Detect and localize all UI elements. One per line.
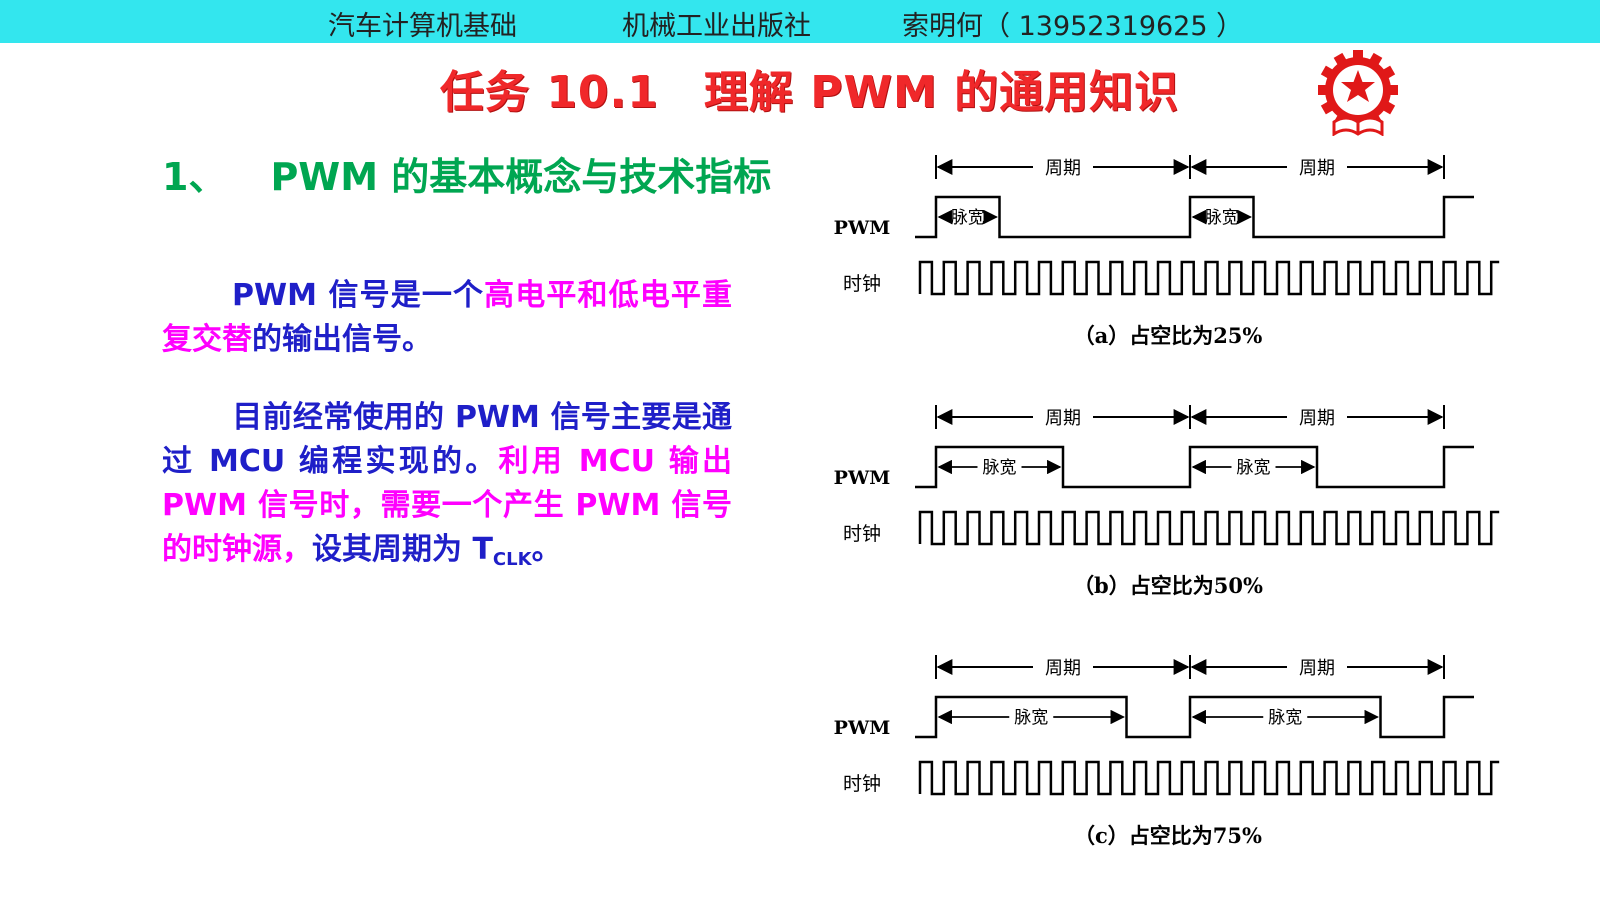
para2-text-a: 目前经常使用的 PWM 信号主要是通过 MCU 编程实现的。 [162, 400, 732, 479]
section-heading: 1、 PWM 的基本概念与技术指标 [162, 146, 771, 201]
pulse-width-label: 脉宽 [1205, 208, 1239, 228]
clock-waveform [918, 510, 1500, 546]
period-label: 周期 [1045, 658, 1081, 679]
pwm-label: PWM [834, 467, 891, 489]
header-bar: 汽车计算机基础 机械工业出版社 索明何（ 13952319625 ） [0, 0, 1600, 43]
clock-waveform [918, 760, 1500, 796]
pwm-label: PWM [834, 717, 891, 739]
slide-title: 任务 10.1 理解 PWM 的通用知识 [440, 67, 1180, 118]
pwm-waveform [915, 445, 1474, 489]
clk-subscript: CLK [492, 549, 532, 570]
pwm-waveform-svg: 周期周期脉宽脉宽PWM时钟（a）占空比为25%周期周期脉宽脉宽PWM时钟（b）占… [834, 155, 1500, 848]
pulse-width-label: 脉宽 [1014, 708, 1048, 728]
publisher-logo [1316, 48, 1400, 137]
pulse-width-label: 脉宽 [1237, 458, 1271, 478]
para2-highlight: 利用 MCU 输出 PWM 信号时，需要一个产生 PWM 信号的时钟源， [162, 444, 732, 567]
paragraph-1: PWM 信号是一个高电平和低电平重复交替的输出信号。 [162, 274, 732, 362]
pwm-label: PWM [834, 217, 891, 239]
period-label: 周期 [1045, 158, 1081, 179]
pulse-width-label: 脉宽 [983, 458, 1017, 478]
duty-cycle-caption: （b）占空比为50% [1073, 573, 1263, 598]
para2-text-b: 设其周期为 T [312, 532, 493, 567]
para1-text-a: PWM 信号是一个 [232, 278, 485, 313]
pulse-width-label: 脉宽 [951, 208, 985, 228]
period-label: 周期 [1299, 158, 1335, 179]
section-number: 1、 [162, 155, 227, 199]
duty-cycle-caption: （a）占空比为25% [1074, 323, 1263, 348]
period-label: 周期 [1299, 408, 1335, 429]
pwm-waveform [915, 195, 1474, 239]
period-label: 周期 [1045, 408, 1081, 429]
clock-waveform [918, 260, 1500, 296]
gear-star-book-icon [1318, 50, 1398, 137]
author-info: 索明何（ 13952319625 ） [902, 11, 1244, 42]
clock-label: 时钟 [843, 773, 881, 795]
pulse-width-label: 脉宽 [1268, 708, 1302, 728]
duty-cycle-caption: （c）占空比为75% [1074, 823, 1262, 848]
paragraph-2: 目前经常使用的 PWM 信号主要是通过 MCU 编程实现的。利用 MCU 输出 … [162, 396, 732, 582]
para1-text-b: 的输出信号。 [252, 322, 432, 357]
course-name: 汽车计算机基础 [328, 11, 517, 42]
para2-text-c: 。 [531, 532, 562, 567]
pwm-waveform [915, 695, 1474, 739]
section-title: PWM 的基本概念与技术指标 [270, 155, 772, 199]
clock-label: 时钟 [843, 523, 881, 545]
period-label: 周期 [1299, 658, 1335, 679]
publisher-name: 机械工业出版社 [622, 11, 811, 42]
para1-highlight: 高电平和低电平重复交替 [162, 278, 732, 357]
clock-label: 时钟 [843, 273, 881, 295]
